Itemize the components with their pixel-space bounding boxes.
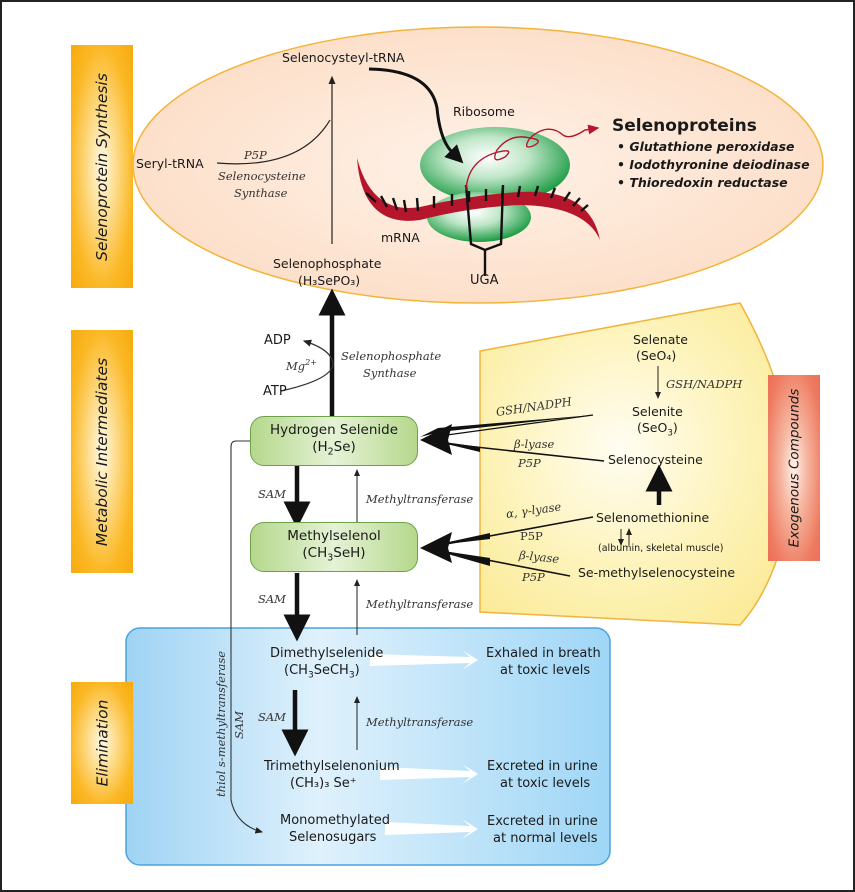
selenomethionine-wedge — [430, 533, 490, 546]
trna-to-ribosome-arrow — [368, 67, 464, 164]
selenoprotein-item: • Glutathione peroxidase — [617, 139, 795, 154]
urine-toxic-line2: at toxic levels — [500, 776, 591, 791]
methylselenol-box: Methylselenol (CH3SeH) — [250, 522, 418, 572]
section-label-exogenous: Exogenous Compounds — [786, 388, 803, 548]
urine-normal-arrow — [385, 819, 478, 839]
urine-normal-line1: Excreted in urine — [487, 814, 598, 829]
p5p-label: P5P — [244, 148, 267, 162]
sam-label-3: SAM — [258, 710, 286, 724]
seryl-trna-label: Seryl-tRNA — [136, 156, 204, 171]
selenophosphate-synthase-line2: Synthase — [363, 366, 417, 380]
albumin-note: (albumin, skeletal muscle) — [598, 543, 724, 554]
polypeptide-chain — [465, 124, 600, 191]
section-band-elimination: Elimination — [71, 682, 133, 804]
selenosugars-line1: Monomethylated — [280, 813, 390, 828]
mrna-strand — [357, 158, 600, 240]
selenocysteine-synthase-line2: Synthase — [234, 186, 288, 200]
selenoprotein-item: • Iodothyronine deiodinase — [617, 157, 810, 172]
sam-label-1: SAM — [258, 487, 286, 501]
beta-lyase-label-1: β-lyase — [514, 437, 555, 451]
urine-toxic-line1: Excreted in urine — [487, 759, 598, 774]
selenate-label: Selenate — [633, 332, 688, 347]
h2se-arrowhead — [420, 424, 452, 455]
hydrogen-selenide-box: Hydrogen Selenide (H2Se) — [250, 416, 418, 466]
selenosugars-line2: Selenosugars — [289, 830, 377, 845]
dimethylselenide-formula: (CH3SeCH3) — [284, 663, 360, 681]
selenocysteine-synthase-line1: Selenocysteine — [218, 169, 306, 183]
urine-toxic-arrow — [380, 764, 478, 784]
selenite-formula: (SeO3) — [637, 420, 678, 439]
section-band-exogenous: Exogenous Compounds — [768, 375, 820, 561]
gsh-nadph-label-1: GSH/NADPH — [666, 377, 743, 391]
selenomethionine-label: Selenomethionine — [596, 510, 710, 525]
atp-adp-curve — [280, 339, 334, 392]
p5p-label-1: P5P — [518, 456, 541, 470]
urine-normal-line2: at normal levels — [493, 831, 598, 846]
mrna-label: mRNA — [381, 230, 420, 245]
se-methylselenocysteine-label: Se-methylselenocysteine — [578, 565, 736, 580]
thiol-methyltransferase-path — [230, 440, 264, 834]
selenocysteyl-trna-label: Selenocysteyl-tRNA — [282, 50, 405, 65]
hydrogen-selenide-formula: (H2Se) — [312, 438, 356, 458]
atp-label: ATP — [263, 384, 287, 399]
seryl-trna-curve — [216, 119, 331, 165]
exhaled-line2: at toxic levels — [500, 663, 591, 678]
selenophosphate-label: Selenophosphate — [273, 256, 382, 271]
selenocysteine-wedge — [430, 440, 480, 452]
section-band-synthesis: Selenoprotein Synthesis — [71, 45, 133, 288]
ribosome-label: Ribosome — [453, 104, 515, 119]
selenite-line — [424, 414, 594, 439]
thiol-methyltransferase-label: thiol s-methyltransferase — [214, 650, 229, 798]
trimethylselenonium-label: Trimethylselenonium — [264, 759, 400, 774]
p5p-label-2: P5P — [520, 529, 543, 543]
mg-charge: 2+ — [305, 358, 318, 367]
selenocysteine-label: Selenocysteine — [608, 452, 703, 467]
uga-label: UGA — [470, 273, 499, 288]
section-label-elimination: Elimination — [93, 699, 112, 787]
p5p-label-3: P5P — [522, 570, 545, 584]
section-label-synthesis: Selenoprotein Synthesis — [93, 72, 111, 261]
methylselenol-formula: (CH3SeH) — [302, 544, 366, 564]
mg-symbol: Mg — [286, 358, 306, 373]
selenoprotein-item: • Thioredoxin reductase — [617, 175, 788, 190]
hydrogen-selenide-label: Hydrogen Selenide — [269, 421, 399, 438]
section-band-intermediates: Metabolic Intermediates — [71, 330, 133, 573]
mg-label: Mg2+ — [286, 356, 317, 373]
se-methylselenocysteine-wedge — [430, 549, 490, 566]
selenite-label: Selenite — [632, 404, 683, 419]
exhaled-arrow — [370, 650, 478, 670]
trna-anticodon — [464, 184, 505, 276]
exhaled-line1: Exhaled in breath — [486, 646, 601, 661]
section-label-intermediates: Metabolic Intermediates — [93, 357, 111, 546]
methylselenol-label: Methylselenol — [287, 527, 381, 544]
methyltransferase-label-1: Methyltransferase — [366, 492, 474, 506]
white-arrows — [370, 650, 478, 839]
selenophosphate-synthase-line1: Selenophosphate — [341, 349, 442, 363]
trimethylselenonium-formula: (CH₃)₃ Se⁺ — [290, 776, 357, 791]
selenoproteins-title: Selenoproteins — [612, 116, 757, 136]
methyltransferase-label-3: Methyltransferase — [366, 715, 474, 729]
dimethylselenide-label: Dimethylselenide — [270, 646, 384, 661]
methyltransferase-label-2: Methyltransferase — [366, 597, 474, 611]
selenophosphate-formula: (H₃SePO₃) — [298, 273, 361, 288]
selenate-formula: (SeO₄) — [636, 348, 677, 363]
adp-label: ADP — [264, 333, 291, 348]
sam-label-4: SAM — [231, 711, 246, 739]
methylselenol-arrowhead — [420, 532, 452, 563]
sam-label-2: SAM — [258, 592, 286, 606]
